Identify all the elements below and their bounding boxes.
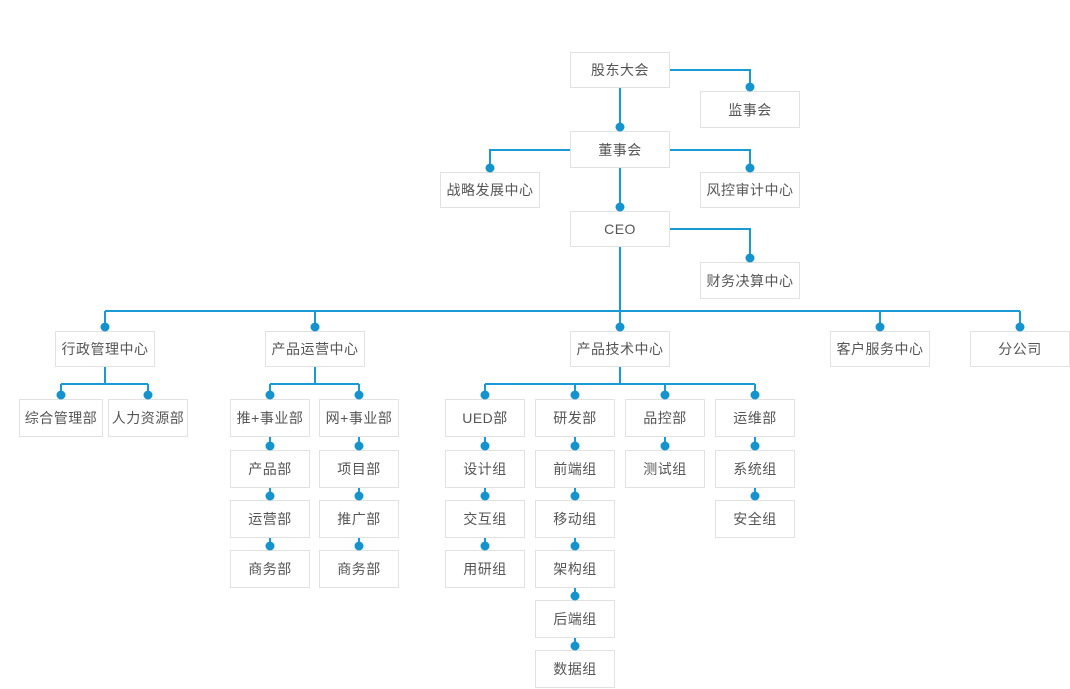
- org-node-mobile-group[interactable]: 移动组: [535, 500, 615, 538]
- org-node-business-dept-2[interactable]: 商务部: [319, 550, 399, 588]
- org-node-rd-dept[interactable]: 研发部: [535, 399, 615, 437]
- org-node-frontend-group[interactable]: 前端组: [535, 450, 615, 488]
- org-node-strategy-development-center[interactable]: 战略发展中心: [440, 172, 540, 208]
- org-node-hr-dept[interactable]: 人力资源部: [108, 399, 188, 437]
- org-node-shareholders-meeting[interactable]: 股东大会: [570, 52, 670, 88]
- org-node-interaction-group[interactable]: 交互组: [445, 500, 525, 538]
- org-node-risk-audit-center[interactable]: 风控审计中心: [700, 172, 800, 208]
- org-node-admin-management-center[interactable]: 行政管理中心: [55, 331, 155, 367]
- org-node-customer-service-center[interactable]: 客户服务中心: [830, 331, 930, 367]
- connector-line: [670, 228, 751, 258]
- org-node-testing-group[interactable]: 测试组: [625, 450, 705, 488]
- org-node-tui-business-unit[interactable]: 推+事业部: [230, 399, 310, 437]
- org-node-financial-settlement-center[interactable]: 财务决算中心: [700, 262, 800, 299]
- org-node-design-group[interactable]: 设计组: [445, 450, 525, 488]
- org-node-product-technology-center[interactable]: 产品技术中心: [570, 331, 670, 367]
- org-node-ops-maintenance-dept[interactable]: 运维部: [715, 399, 795, 437]
- org-node-product-dept[interactable]: 产品部: [230, 450, 310, 488]
- org-node-product-operations-center[interactable]: 产品运营中心: [265, 331, 365, 367]
- org-node-general-management-dept[interactable]: 综合管理部: [19, 399, 103, 437]
- org-node-system-group[interactable]: 系统组: [715, 450, 795, 488]
- org-node-operations-dept[interactable]: 运营部: [230, 500, 310, 538]
- org-node-ceo[interactable]: CEO: [570, 211, 670, 247]
- org-node-backend-group[interactable]: 后端组: [535, 600, 615, 638]
- org-node-wang-business-unit[interactable]: 网+事业部: [319, 399, 399, 437]
- org-node-board-of-directors[interactable]: 董事会: [570, 131, 670, 168]
- org-node-business-dept-1[interactable]: 商务部: [230, 550, 310, 588]
- org-node-security-group[interactable]: 安全组: [715, 500, 795, 538]
- connector-line: [670, 149, 751, 168]
- org-node-architecture-group[interactable]: 架构组: [535, 550, 615, 588]
- org-node-data-group[interactable]: 数据组: [535, 650, 615, 688]
- org-node-user-research-group[interactable]: 用研组: [445, 550, 525, 588]
- org-node-quality-control-dept[interactable]: 品控部: [625, 399, 705, 437]
- connector-line: [489, 149, 570, 168]
- org-node-project-dept[interactable]: 项目部: [319, 450, 399, 488]
- org-node-branch-company[interactable]: 分公司: [970, 331, 1070, 367]
- org-node-promotion-dept[interactable]: 推广部: [319, 500, 399, 538]
- connector-line: [670, 69, 751, 87]
- org-node-supervisory-board[interactable]: 监事会: [700, 91, 800, 128]
- org-node-ued-dept[interactable]: UED部: [445, 399, 525, 437]
